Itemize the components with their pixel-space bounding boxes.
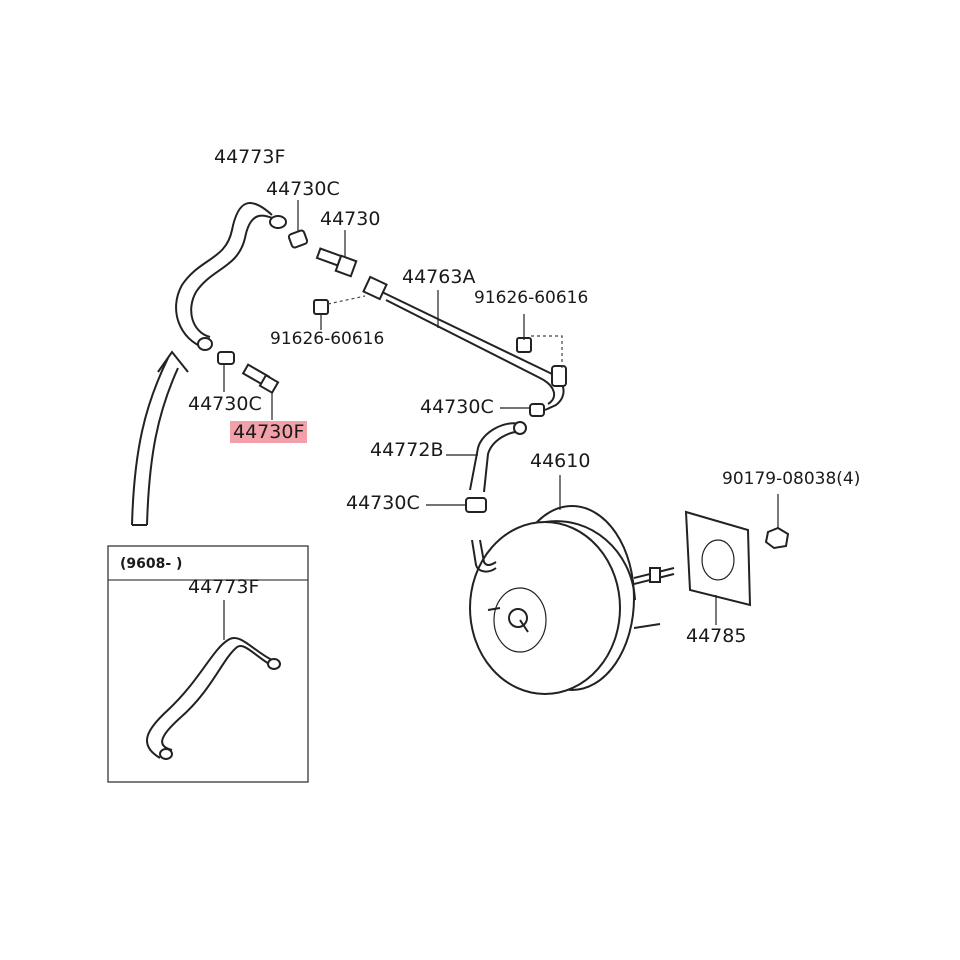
label-clamp-top: 44730C: [266, 178, 340, 200]
inset-period-label: (9608- ): [120, 556, 183, 572]
label-clamp-mid: 44730C: [420, 396, 494, 418]
vacuum-hose-44773f: [175, 202, 287, 351]
gasket-44785: [684, 510, 752, 625]
label-hose-top: 44773F: [214, 146, 286, 168]
label-gasket: 44785: [686, 625, 747, 647]
bolt-91626-left: [313, 295, 366, 330]
label-clamp-low: 44730C: [346, 492, 420, 514]
check-valve-44730f: [241, 363, 280, 420]
brake-booster-44610: [469, 475, 675, 695]
inset-box: [107, 545, 309, 783]
label-hose-mid: 44772B: [370, 439, 444, 461]
label-bolt-left: 91626-60616: [270, 329, 385, 349]
label-bolt-right: 91626-60616: [474, 288, 589, 308]
label-clamp-left: 44730C: [188, 393, 262, 415]
union-44730: [315, 230, 358, 278]
bolt-91626-right: [516, 314, 563, 370]
label-tube: 44763A: [402, 266, 476, 288]
clamp-44730c-mid: [500, 403, 545, 417]
nut-90179: [764, 494, 790, 550]
label-union: 44730: [320, 208, 381, 230]
label-inset-part: 44773F: [188, 576, 260, 598]
label-nut: 90179-08038(4): [722, 469, 861, 489]
direction-arrow: [131, 350, 189, 526]
clamp-44730c-low: [426, 497, 487, 513]
label-check-valve-highlighted[interactable]: 44730F: [230, 421, 308, 443]
tube-44763a: [362, 275, 567, 411]
label-booster: 44610: [530, 450, 591, 472]
clamp-44730c-left: [217, 351, 235, 392]
clamp-44730c-top: [287, 200, 309, 249]
hose-44772b: [446, 421, 527, 493]
